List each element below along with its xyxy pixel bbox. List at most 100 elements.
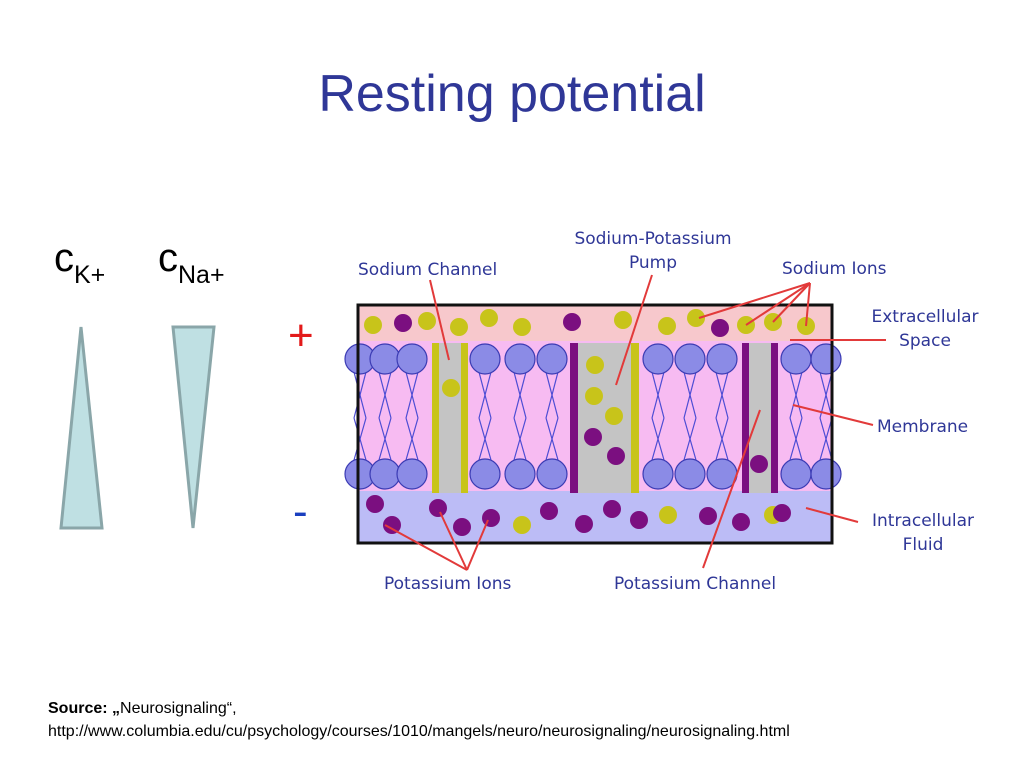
lipid-head [369, 458, 401, 490]
sodium-ion [364, 316, 382, 334]
pointer-intracellular [805, 507, 859, 523]
pointer-sodium-ion-1 [698, 282, 811, 319]
pointer-sodium-ion-3 [772, 282, 811, 323]
lipid-head [504, 458, 536, 490]
potassium-ion [563, 313, 581, 331]
potassium-ion [773, 504, 791, 522]
label-sodium-ions: Sodium Ions [782, 259, 887, 279]
potassium-ion [429, 499, 447, 517]
pointer-potassium-ion-2 [439, 511, 468, 571]
lipid-head [780, 343, 812, 375]
lipid-head [369, 343, 401, 375]
lipid-tail [715, 417, 729, 461]
lipid-tail [478, 417, 492, 461]
potassium-channel-wall-left [742, 343, 749, 493]
k-concentration-subscript: K+ [74, 261, 106, 289]
minus-sign: - [293, 487, 308, 536]
k-concentration-base: c [54, 236, 74, 280]
lipid-head [642, 343, 674, 375]
label-intracellular-line1: Intracellular [872, 511, 974, 531]
label-potassium-ions: Potassium Ions [384, 574, 511, 594]
potassium-ion [575, 515, 593, 533]
lipid-tail [715, 371, 729, 419]
potassium-ion [630, 511, 648, 529]
lipid-tail [683, 371, 697, 419]
source-citation: Source: „Neurosignaling“, http://www.col… [48, 697, 790, 743]
potassium-ion [584, 428, 602, 446]
sodium-ion [605, 407, 623, 425]
sodium-ion [658, 317, 676, 335]
sodium-ion [586, 356, 604, 374]
lipid-tail [513, 417, 527, 461]
na-concentration-base: c [158, 236, 178, 280]
potassium-ion [607, 447, 625, 465]
lipid-tail [545, 417, 559, 461]
na-concentration-label: cNa+ [158, 236, 225, 288]
potassium-ion [540, 502, 558, 520]
lipid-head [536, 343, 568, 375]
label-extracellular-line1: Extracellular [871, 307, 978, 327]
lipid-tail [683, 417, 697, 461]
lipid-tail [353, 371, 367, 419]
potassium-ion [366, 495, 384, 513]
lipid-tail [353, 417, 367, 461]
potassium-channel-wall-right [771, 343, 778, 493]
potassium-ion [711, 319, 729, 337]
sodium-ion [442, 379, 460, 397]
lipid-head [810, 458, 842, 490]
potassium-ion [383, 516, 401, 534]
sodium-ion [450, 318, 468, 336]
lipid-head [642, 458, 674, 490]
lipid-tail [478, 371, 492, 419]
lipid-head [536, 458, 568, 490]
sodium-channel-pore [438, 343, 462, 493]
lipid-head [396, 458, 428, 490]
potassium-ion [453, 518, 471, 536]
na-concentration-wedge [171, 325, 216, 529]
source-label: Source: „ [48, 700, 121, 717]
lipid-tail [819, 417, 833, 461]
lipid-head [780, 458, 812, 490]
na-concentration-subscript: Na+ [178, 261, 225, 289]
sodium-ion [687, 309, 705, 327]
ions [364, 309, 815, 536]
lipid-tail [789, 371, 803, 419]
sodium-ion [513, 318, 531, 336]
lipid-head [396, 343, 428, 375]
label-pump-line2: Pump [629, 253, 677, 273]
label-pump-line1: Sodium-Potassium [574, 229, 731, 249]
lipid-head [674, 458, 706, 490]
lipid-tail [513, 371, 527, 419]
pointer-potassium-ion-3 [466, 519, 489, 571]
lipid-tail [378, 371, 392, 419]
sodium-ion [659, 506, 677, 524]
label-intracellular-line2: Fluid [903, 535, 944, 555]
plus-sign: + [288, 311, 314, 360]
pointer-sodium-ion-2 [745, 282, 811, 326]
pointer-potassium-channel [702, 409, 761, 569]
sodium-channel-wall-right [461, 343, 468, 493]
pointer-sodium-channel [429, 279, 450, 361]
pump-wall-left [570, 343, 578, 493]
sodium-ion [585, 387, 603, 405]
sodium-ion [418, 312, 436, 330]
sodium-ion [614, 311, 632, 329]
pointer-membrane [792, 404, 874, 426]
potassium-ion [394, 314, 412, 332]
lipid-tail [651, 417, 665, 461]
sodium-ion [513, 516, 531, 534]
potassium-ion [482, 509, 500, 527]
intracellular-region [358, 491, 832, 543]
potassium-ion [699, 507, 717, 525]
pump-wall-right [631, 343, 639, 493]
lipid-tail [405, 371, 419, 419]
lipid-head [706, 343, 738, 375]
label-sodium-channel: Sodium Channel [358, 260, 497, 280]
pointer-potassium-ion-1 [384, 524, 468, 571]
pointer-sodium-ion-4 [805, 282, 811, 327]
lipid-head [674, 343, 706, 375]
lipid-tail [789, 417, 803, 461]
sodium-channel-wall-left [432, 343, 439, 493]
lipid-head [469, 343, 501, 375]
